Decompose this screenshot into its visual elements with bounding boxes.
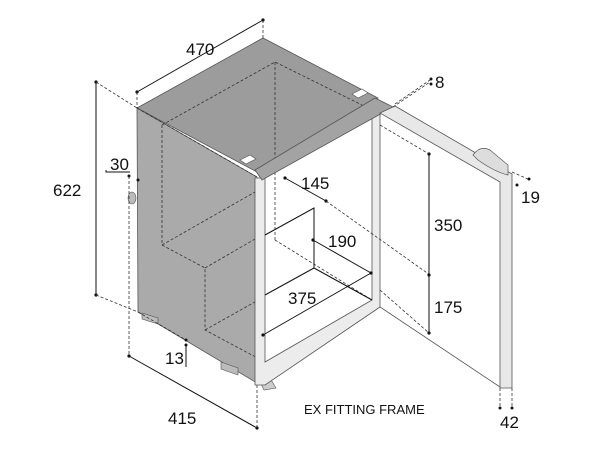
hinge-tab [239, 154, 257, 165]
dim-side-offset-label: 30 [110, 155, 129, 174]
fridge-top [136, 37, 379, 173]
dim-interior-height-lower-label: 175 [434, 298, 462, 317]
diagram-caption: EX FITTING FRAME [304, 402, 425, 417]
interior-shelf [264, 207, 373, 301]
dimension-lines [94, 18, 531, 430]
door-bottom-edge [379, 306, 501, 388]
dim-frame-depth-label: 42 [500, 413, 519, 432]
hidden-edges [136, 61, 373, 363]
dim-height-label: 622 [53, 181, 81, 200]
thermostat-knob [127, 191, 137, 205]
dim-frame-offset-label: 8 [435, 73, 444, 92]
dim-depth-label: 415 [168, 409, 196, 428]
hinge-tab [351, 88, 369, 99]
dim-door-thickness-label: 19 [521, 188, 540, 207]
dim-width-label: 470 [186, 40, 214, 59]
fridge-foot [141, 312, 159, 325]
door [379, 105, 513, 389]
dim-bottom-offset-label: 13 [165, 349, 184, 368]
door-handle [472, 148, 509, 176]
dim-interior-depth-lower-label: 190 [328, 232, 356, 251]
dim-interior-width-label: 375 [288, 289, 316, 308]
dim-interior-depth-upper-label: 145 [301, 174, 329, 193]
dim-interior-height-upper-label: 350 [434, 216, 462, 235]
fridge-foot [220, 361, 239, 376]
